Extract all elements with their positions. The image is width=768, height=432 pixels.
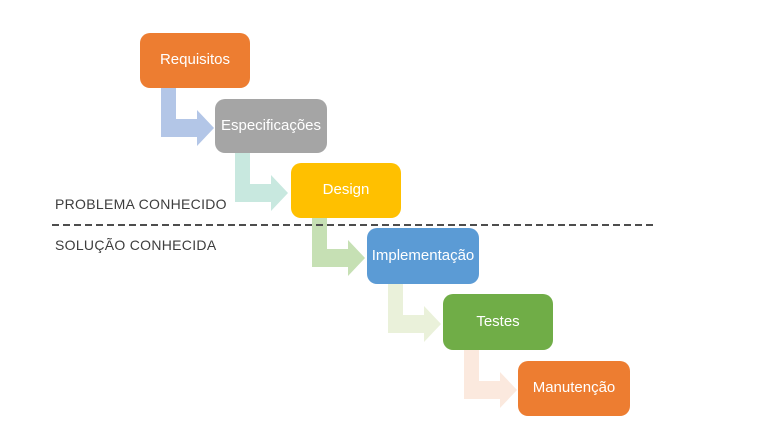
connector-arrow-design-implementacao — [312, 212, 365, 276]
stage-label-implementacao: Implementação — [371, 246, 475, 264]
stage-label-especificacoes: Especificações — [220, 116, 322, 134]
section-label-solucao-conhecida: SOLUÇÃO CONHECIDA — [55, 237, 217, 253]
stage-box-especificacoes: Especificações — [215, 99, 327, 153]
stage-label-testes: Testes — [476, 312, 520, 330]
stage-box-manutencao: Manutenção — [518, 361, 630, 416]
connector-arrow-implementacao-testes — [388, 278, 441, 342]
connector-arrow-especificacoes-design — [235, 147, 288, 211]
stage-box-testes: Testes — [443, 294, 553, 350]
stage-box-requisitos: Requisitos — [140, 33, 250, 88]
connector-arrow-testes-manutencao — [464, 344, 517, 408]
connector-arrow-requisitos-especificacoes — [161, 82, 214, 146]
stage-label-design: Design — [322, 181, 370, 199]
stage-label-requisitos: Requisitos — [159, 51, 231, 69]
stage-label-manutencao: Manutenção — [532, 379, 616, 397]
section-label-problema-conhecido: PROBLEMA CONHECIDO — [55, 196, 227, 212]
stage-box-design: Design — [291, 163, 401, 218]
stage-box-implementacao: Implementação — [367, 228, 479, 284]
